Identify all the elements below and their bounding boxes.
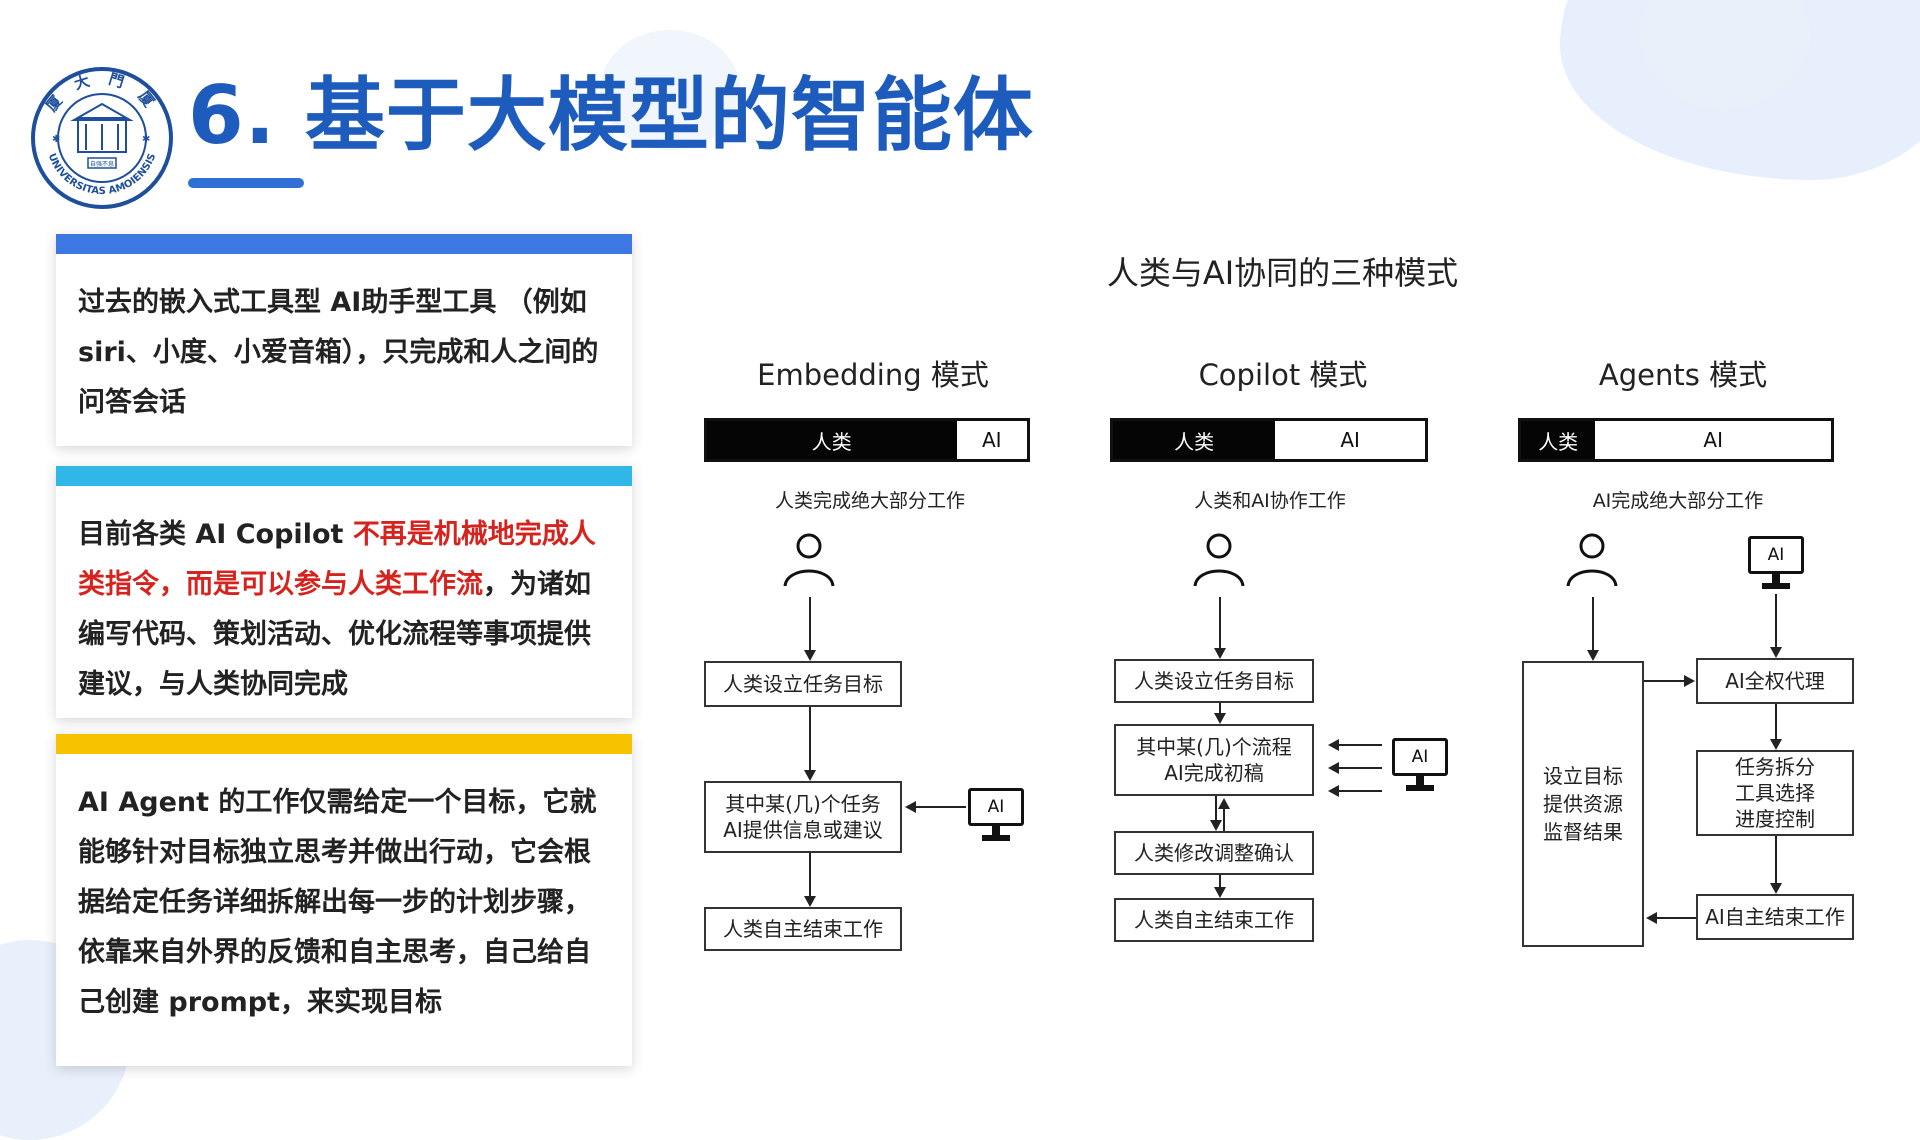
ai-monitor-icon: AI [968, 788, 1024, 848]
card-accent-bar [56, 466, 632, 486]
ratio-bar-copilot: 人类 AI [1110, 418, 1428, 462]
title-underline [188, 178, 304, 188]
info-card-agent: AI Agent 的工作仅需给定一个目标，它就能够针对目标独立思考并做出行动，它… [56, 734, 632, 1066]
connector [1775, 704, 1777, 742]
university-logo: 厦 大 門 厦 UNIVERSITAS AMOIENSIS 自强不息 ✱ ✱ [31, 67, 173, 209]
mode-caption: AI完成绝大部分工作 [1592, 490, 1764, 512]
card-text: AI Agent 的工作仅需给定一个目标，它就能够针对目标独立思考并做出行动，它… [78, 787, 597, 1018]
arrow-left-icon [1328, 762, 1339, 774]
arrow-down-icon [1214, 713, 1226, 724]
slide-title: 6. 基于大模型的智能体 [188, 69, 1034, 162]
arrow-down-icon [1214, 887, 1226, 898]
ratio-bar-embedding: 人类 AI [704, 418, 1030, 462]
person-icon [783, 533, 835, 587]
logo-seal-text: 自强不息 [90, 160, 114, 168]
card-accent-bar [56, 234, 632, 254]
card-accent-bar [56, 734, 632, 754]
arrow-left-icon [1328, 739, 1339, 751]
connector [1775, 594, 1777, 650]
step-box: 人类修改调整确认 [1114, 831, 1314, 875]
connector [916, 806, 966, 808]
highlight-text: 不再是机械地完成人类指令，而是可以参与人类工作流 [78, 519, 596, 600]
connector [1219, 597, 1221, 651]
human-role-box: 设立目标 提供资源 监督结果 [1522, 661, 1644, 947]
arrow-down-icon [804, 770, 816, 781]
card-text: 目前各类 AI Copilot 不再是机械地完成人类指令，而是可以参与人类工作流… [78, 519, 596, 700]
connector [1338, 767, 1382, 769]
person-icon [1566, 533, 1618, 587]
connector [1644, 680, 1684, 682]
step-box: 人类自主结束工作 [1114, 898, 1314, 942]
step-box: 人类自主结束工作 [704, 907, 902, 951]
mode-title-embedding: Embedding 模式 [757, 358, 989, 392]
card-text: 过去的嵌入式工具型 AI助手型工具 （例如 siri、小度、小爱音箱），只完成和… [78, 287, 599, 418]
mode-caption: 人类完成绝大部分工作 [774, 490, 965, 512]
arrow-down-icon [1770, 739, 1782, 750]
connector [1657, 917, 1696, 919]
arrow-left-icon [905, 801, 916, 813]
arrow-right-icon [1684, 675, 1695, 687]
arrow-down-icon [1770, 883, 1782, 894]
connector [1215, 796, 1217, 822]
ai-monitor-icon: AI [1392, 738, 1448, 798]
arrow-down-icon [804, 896, 816, 907]
ratio-ai: AI [1275, 421, 1425, 459]
info-card-embedding: 过去的嵌入式工具型 AI助手型工具 （例如 siri、小度、小爱音箱），只完成和… [56, 234, 632, 446]
arrow-down-icon [1587, 650, 1599, 661]
step-box: AI自主结束工作 [1696, 894, 1854, 940]
connector [1338, 744, 1382, 746]
ratio-human: 人类 [707, 421, 957, 459]
ai-monitor-icon: AI [1748, 536, 1804, 596]
ratio-ai: AI [956, 421, 1027, 459]
arrow-down-icon [1214, 648, 1226, 659]
arrow-up-icon [1218, 798, 1230, 809]
step-box: AI全权代理 [1696, 658, 1854, 704]
background-shape [600, 30, 740, 150]
connector [1592, 597, 1594, 653]
ratio-bar-agents: 人类 AI [1518, 418, 1834, 462]
collaboration-modes-diagram: 人类与AI协同的三种模式 Embedding 模式 人类 AI 人类完成绝大部分… [690, 232, 1875, 962]
connector [1223, 807, 1225, 831]
step-box: 其中某(几)个任务 AI提供信息或建议 [704, 781, 902, 853]
mode-caption: 人类和AI协作工作 [1194, 490, 1346, 512]
star-icon: ✱ [52, 134, 60, 145]
mode-title-agents: Agents 模式 [1598, 358, 1768, 392]
mode-title-copilot: Copilot 模式 [1198, 358, 1368, 392]
diagram-title: 人类与AI协同的三种模式 [1106, 254, 1459, 292]
arrow-left-icon [1646, 912, 1657, 924]
person-icon [1193, 533, 1245, 587]
connector [1219, 875, 1221, 889]
step-box: 人类设立任务目标 [1114, 659, 1314, 703]
arrow-down-icon [804, 650, 816, 661]
ratio-human: 人类 [1521, 421, 1596, 459]
connector [809, 597, 811, 653]
connector [1775, 836, 1777, 886]
arrow-left-icon [1328, 785, 1339, 797]
connector [809, 707, 811, 773]
star-icon: ✱ [142, 134, 150, 145]
arrow-down-icon [1770, 647, 1782, 658]
step-box: 其中某(几)个流程 AI完成初稿 [1114, 724, 1314, 796]
connector [1219, 703, 1221, 715]
step-box: 人类设立任务目标 [704, 661, 902, 707]
info-card-copilot: 目前各类 AI Copilot 不再是机械地完成人类指令，而是可以参与人类工作流… [56, 466, 632, 718]
arrow-down-icon [1210, 820, 1222, 831]
connector [809, 853, 811, 899]
ratio-human: 人类 [1113, 421, 1276, 459]
ratio-ai: AI [1595, 421, 1831, 459]
step-box: 任务拆分 工具选择 进度控制 [1696, 750, 1854, 836]
connector [1338, 790, 1382, 792]
